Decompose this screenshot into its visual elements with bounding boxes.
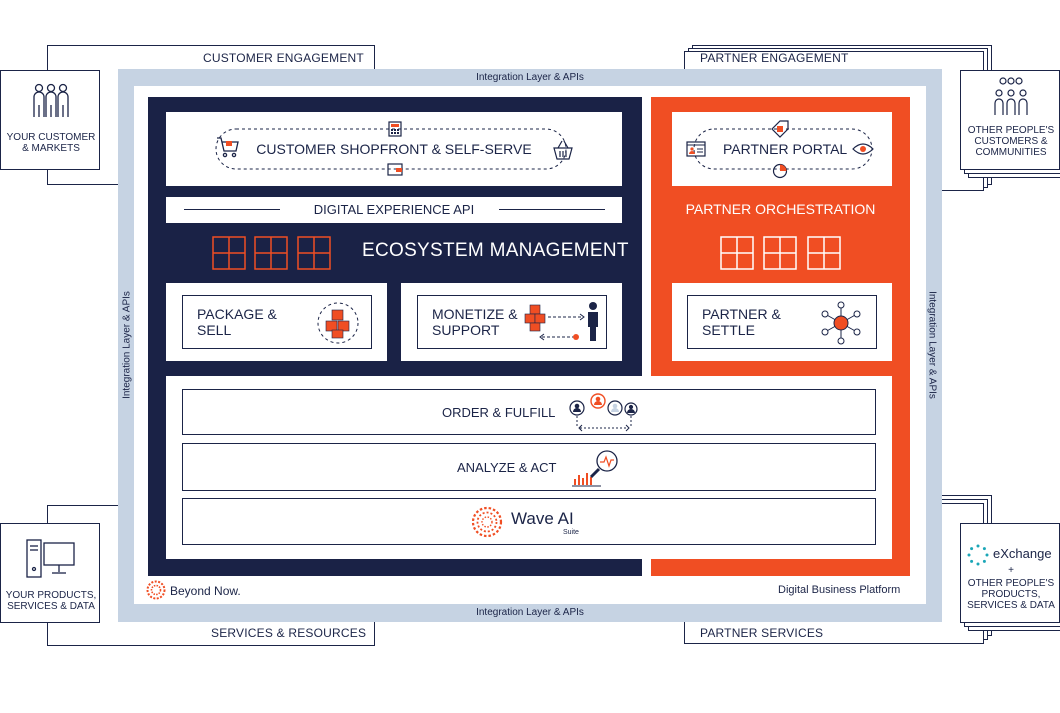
- partner-settle-line2: SETTLE: [702, 322, 755, 338]
- your-customer-line2: & MARKETS: [22, 143, 80, 154]
- monetize-support-card[interactable]: MONETIZE & SUPPORT: [401, 283, 622, 361]
- partner-settle-line1: PARTNER &: [702, 306, 781, 322]
- computer-icon: [26, 539, 75, 578]
- integration-right-label: Integration Layer & APIs: [926, 291, 938, 399]
- partner-orchestration-label: PARTNER ORCHESTRATION: [685, 201, 876, 217]
- package-sell-inner: PACKAGE & SELL: [182, 295, 372, 349]
- wave-ai-logo-icon: [471, 506, 503, 538]
- monetize-support-line2: SUPPORT: [432, 322, 500, 338]
- cubes-person-icon: [524, 302, 598, 341]
- beyond-now-logo-icon: [146, 580, 166, 600]
- your-customer-box: YOUR CUSTOMER & MARKETS: [0, 70, 100, 170]
- partner-settle-inner: PARTNER & SETTLE: [687, 295, 877, 349]
- cubes-cycle-icon: [317, 302, 359, 344]
- customer-engagement-label: CUSTOMER ENGAGEMENT: [203, 51, 364, 65]
- basket-icon: [553, 140, 573, 160]
- exchange-logo-icon: [967, 544, 989, 566]
- beyond-now-label: Beyond Now.: [170, 584, 241, 598]
- order-fulfill-bar[interactable]: ORDER & FULFILL: [182, 389, 876, 435]
- other-products-line1: OTHER PEOPLE'S: [967, 578, 1055, 589]
- your-products-box: YOUR PRODUCTS, SERVICES & DATA: [0, 523, 100, 623]
- analyze-act-label: ANALYZE & ACT: [457, 460, 557, 475]
- ecosystem-management-label: ECOSYSTEM MANAGEMENT: [362, 240, 629, 261]
- digital-experience-api-label: DIGITAL EXPERIENCE API: [313, 202, 475, 217]
- wave-ai-label: Wave AI: [511, 509, 574, 528]
- integration-left-label: Integration Layer & APIs: [121, 291, 133, 399]
- other-products-box: eXchange + OTHER PEOPLE'S PRODUCTS, SERV…: [960, 523, 1060, 623]
- digital-business-platform-label: Digital Business Platform: [778, 584, 901, 596]
- digital-experience-api-bar[interactable]: DIGITAL EXPERIENCE API: [166, 197, 622, 223]
- people-group-icon: [994, 77, 1028, 115]
- partner-portal-card[interactable]: PARTNER PORTAL: [672, 112, 892, 186]
- calculator-icon: [388, 121, 402, 137]
- grid-squares-icon: [720, 236, 841, 270]
- pie-chart-icon: [772, 163, 788, 179]
- services-resources-label: SERVICES & RESOURCES: [211, 626, 367, 640]
- browser-user-icon: [686, 141, 706, 157]
- people-flow-icon: [569, 393, 638, 432]
- other-customers-line1: OTHER PEOPLE'S: [967, 125, 1055, 136]
- api-line-left: [184, 209, 280, 210]
- shopping-cart-icon: [217, 137, 239, 158]
- your-customer-line1: YOUR CUSTOMER: [6, 132, 96, 143]
- integration-top-label: Integration Layer & APIs: [476, 72, 584, 83]
- your-products-line2: SERVICES & DATA: [7, 601, 95, 612]
- wave-ai-bar[interactable]: Wave AI Suite: [182, 498, 876, 545]
- partner-portal-label: PARTNER PORTAL: [723, 141, 848, 157]
- customer-shopfront-label: CUSTOMER SHOPFRONT & SELF-SERVE: [256, 141, 532, 157]
- package-sell-line1: PACKAGE &: [197, 306, 277, 322]
- customer-shopfront-card[interactable]: CUSTOMER SHOPFRONT & SELF-SERVE: [166, 112, 622, 186]
- partner-services-label: PARTNER SERVICES: [700, 626, 824, 640]
- order-fulfill-label: ORDER & FULFILL: [442, 405, 556, 420]
- other-products-line2: PRODUCTS,: [981, 589, 1041, 600]
- monetize-support-line1: MONETIZE &: [432, 306, 518, 322]
- other-products-line3: SERVICES & DATA: [967, 600, 1055, 611]
- people-group-icon: [33, 83, 69, 117]
- analyze-act-bar[interactable]: ANALYZE & ACT: [182, 443, 876, 491]
- package-sell-card[interactable]: PACKAGE & SELL: [166, 283, 387, 361]
- wallet-icon: [387, 163, 403, 176]
- tag-icon: [771, 120, 789, 138]
- wave-ai-suite-label: Suite: [563, 529, 579, 536]
- monetize-support-inner: MONETIZE & SUPPORT: [417, 295, 607, 349]
- your-products-line1: YOUR PRODUCTS,: [5, 590, 97, 601]
- other-customers-line2: CUSTOMERS &: [974, 136, 1048, 147]
- other-customers-line3: COMMUNITIES: [975, 147, 1047, 158]
- partner-engagement-label: PARTNER ENGAGEMENT: [700, 51, 849, 65]
- partner-settle-card[interactable]: PARTNER & SETTLE: [672, 283, 892, 361]
- exchange-plus: +: [1008, 565, 1014, 576]
- other-customers-box: OTHER PEOPLE'S CUSTOMERS & COMMUNITIES: [960, 70, 1060, 170]
- grid-squares-icon: [212, 236, 331, 270]
- analytics-magnifier-icon: [572, 450, 618, 487]
- exchange-brand: eXchange: [993, 546, 1052, 561]
- api-line-right: [499, 209, 605, 210]
- package-sell-line2: SELL: [197, 322, 232, 338]
- eye-icon: [852, 143, 874, 155]
- network-hub-icon: [821, 301, 861, 345]
- integration-bottom-label: Integration Layer & APIs: [476, 607, 584, 618]
